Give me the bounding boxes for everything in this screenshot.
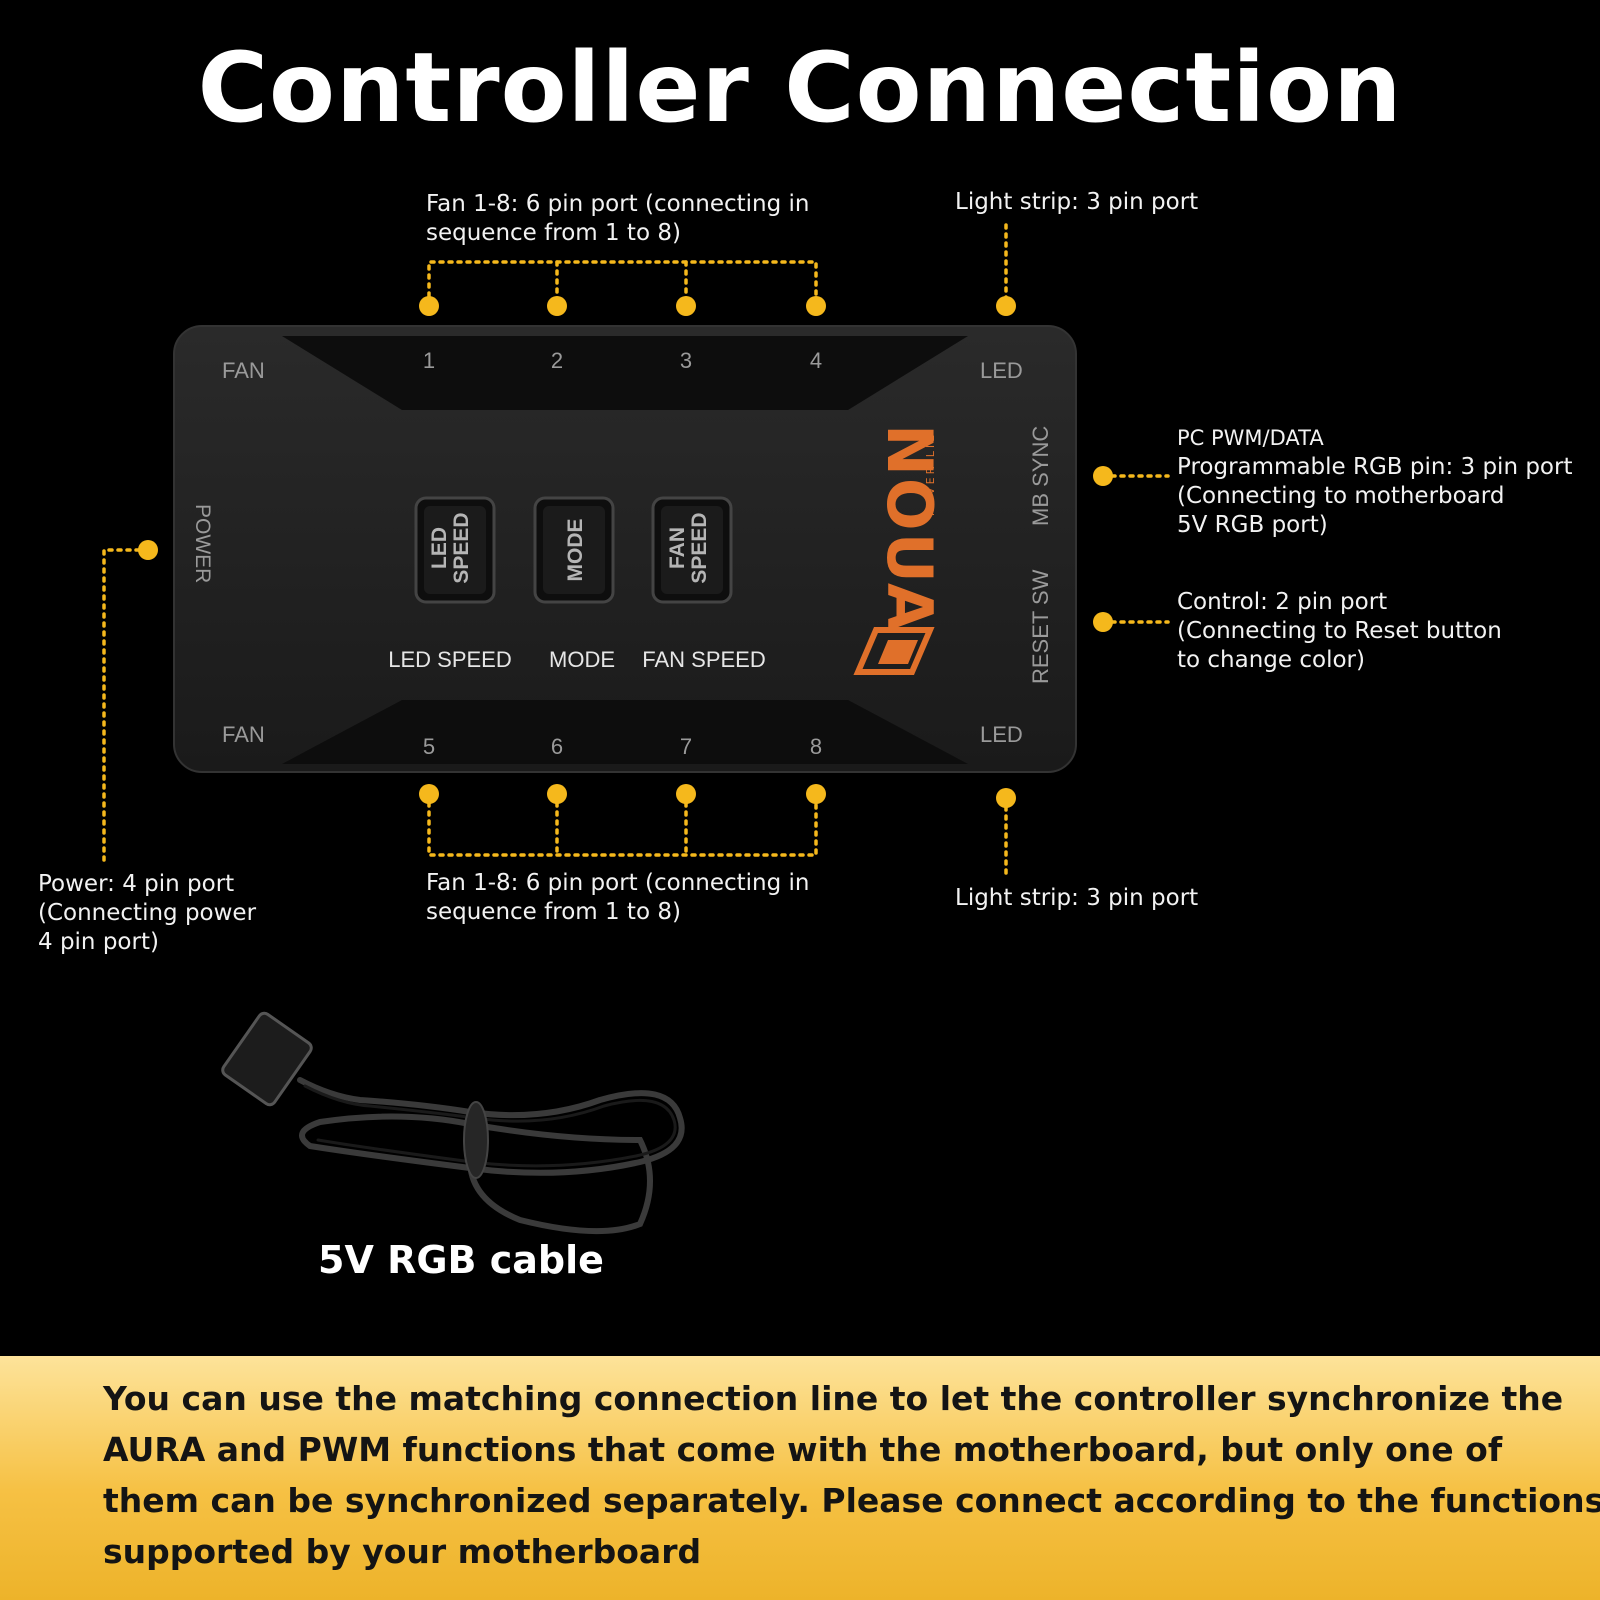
note-band: [0, 1356, 1600, 1600]
control-callout: Control: 2 pin port (Connecting to Reset…: [1177, 588, 1502, 675]
note-line-2: AURA and PWM functions that come with th…: [103, 1430, 1503, 1469]
fan-bottom-bracket: [427, 792, 818, 857]
led-label-top: LED: [980, 358, 1023, 383]
controller-body: [173, 325, 1077, 773]
pwm-data-line-4: 5V RGB port): [1177, 512, 1328, 538]
port-label-2: 2: [551, 348, 563, 373]
light-bottom-dot: [996, 788, 1016, 808]
mode-button-text: MODE: [564, 519, 587, 582]
fan-label-top: FAN: [222, 358, 265, 383]
port-label-1: 1: [423, 348, 435, 373]
pwm-dot: [1093, 466, 1113, 486]
pwm-data-callout: PC PWM/DATA Programmable RGB pin: 3 pin …: [1177, 424, 1572, 540]
fan-port-dot-7: [676, 784, 696, 804]
top-port-channel: [282, 336, 968, 410]
fan-ports-bottom-callout: Fan 1-8: 6 pin port (connecting in seque…: [426, 869, 810, 927]
fan-ports-bottom-line-2: sequence from 1 to 8): [426, 899, 681, 925]
fan-port-dot-5: [419, 784, 439, 804]
noua-logo-mark: [853, 627, 935, 675]
mode-button: MODE: [533, 496, 615, 604]
light-strip-bottom-callout: Light strip: 3 pin port: [955, 884, 1198, 913]
fan-port-dot-1: [419, 296, 439, 316]
fan-ports-bottom-line-1: Fan 1-8: 6 pin port (connecting in: [426, 870, 810, 896]
connection-diagram: FAN FAN LED LED 1 2 3 4 5 6 7 8 POWER MB…: [102, 223, 1170, 1235]
power-dot: [138, 540, 158, 560]
pwm-data-line-2: Programmable RGB pin: 3 pin port: [1177, 454, 1573, 480]
fan-speed-button: FAN SPEED: [651, 496, 733, 604]
noua-tagline: NEVER LIE: [924, 432, 937, 516]
fan-top-bracket: [427, 260, 818, 307]
pwm-data-line-1: PC PWM/DATA: [1177, 426, 1324, 450]
port-label-6: 6: [551, 734, 563, 759]
control-line-3: to change color): [1177, 647, 1365, 673]
power-line-1: Power: 4 pin port: [38, 871, 235, 897]
fan-ports-top-line-2: sequence from 1 to 8): [426, 220, 681, 246]
fan-port-dot-4: [806, 296, 826, 316]
page-title: Controller Connection: [197, 32, 1403, 144]
note-line-4: supported by your motherboard: [103, 1532, 702, 1571]
fan-speed-button-line-1: FAN: [666, 527, 689, 569]
power-line: [102, 548, 150, 868]
noua-logo: NOUA NEVER LIE: [853, 424, 946, 675]
cable-caption: 5V RGB cable: [318, 1238, 604, 1282]
note-line-1: You can use the matching connection line…: [103, 1379, 1564, 1418]
noua-brand-text: NOUA: [873, 424, 946, 633]
port-label-8: 8: [810, 734, 822, 759]
port-label-5: 5: [423, 734, 435, 759]
mb-sync-label: MB SYNC: [1028, 426, 1053, 526]
power-label: POWER: [191, 504, 214, 583]
fan-port-dot-8: [806, 784, 826, 804]
note-line-3: them can be synchronized separately. Ple…: [103, 1481, 1600, 1520]
light-strip-top-line-1: Light strip: 3 pin port: [955, 189, 1199, 215]
cable-connector: [221, 1011, 313, 1107]
control-dot: [1093, 612, 1113, 632]
port-label-4: 4: [810, 348, 822, 373]
port-label-3: 3: [680, 348, 692, 373]
fan-port-dot-6: [547, 784, 567, 804]
light-top-dot: [996, 296, 1016, 316]
fan-port-dot-3: [676, 296, 696, 316]
control-line-1: Control: 2 pin port: [1177, 589, 1388, 615]
fan-speed-button-line-2: SPEED: [688, 512, 711, 583]
light-strip-bottom-line-1: Light strip: 3 pin port: [955, 885, 1199, 911]
control-line-2: (Connecting to Reset button: [1177, 618, 1502, 644]
bottom-port-channel: [282, 700, 968, 764]
reset-sw-label: RESET SW: [1028, 569, 1053, 684]
power-line-2: (Connecting power: [38, 900, 257, 926]
pwm-data-line-3: (Connecting to motherboard: [1177, 483, 1505, 509]
power-callout: Power: 4 pin port (Connecting power 4 pi…: [38, 870, 256, 957]
port-label-7: 7: [680, 734, 692, 759]
fan-port-dot-2: [547, 296, 567, 316]
note-text: You can use the matching connection line…: [103, 1373, 1600, 1577]
fan-ports-top-callout: Fan 1-8: 6 pin port (connecting in seque…: [426, 190, 810, 248]
power-line-3: 4 pin port): [38, 929, 159, 955]
led-label-bottom: LED: [980, 722, 1023, 747]
mode-caption: MODE: [549, 647, 615, 672]
rgb-cable-illustration: [221, 1011, 685, 1235]
fan-ports-top-line-1: Fan 1-8: 6 pin port (connecting in: [426, 191, 810, 217]
led-speed-button: LED SPEED: [414, 496, 496, 604]
led-speed-button-line-2: SPEED: [450, 512, 473, 583]
light-strip-top-callout: Light strip: 3 pin port: [955, 188, 1198, 217]
led-speed-button-line-1: LED: [428, 527, 451, 569]
led-speed-caption: LED SPEED: [388, 647, 512, 672]
fan-speed-caption: FAN SPEED: [642, 647, 765, 672]
fan-label-bottom: FAN: [222, 722, 265, 747]
